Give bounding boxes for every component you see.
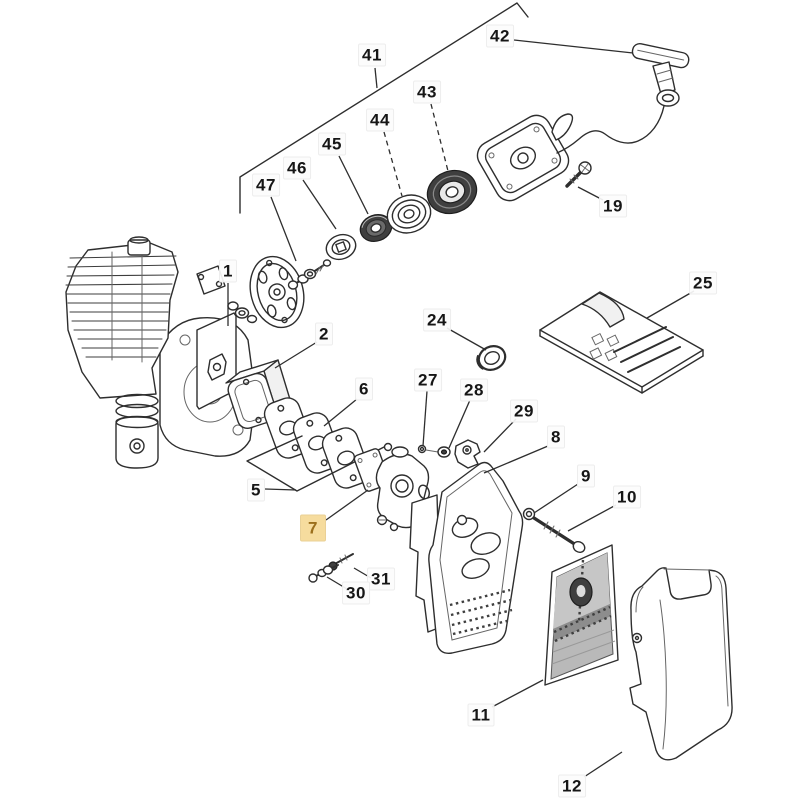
- starter-pulley-drawing: [386, 194, 432, 234]
- gasket-plate-outline: [246, 435, 389, 492]
- choke-parts-drawing: [417, 439, 481, 469]
- carburetor-screws-drawing: [308, 553, 354, 583]
- leader-line-44: [383, 131, 403, 197]
- part-label-7[interactable]: 7: [300, 514, 326, 542]
- leader-line-47: [270, 196, 297, 262]
- leader-line-10: [567, 504, 617, 532]
- part-label-8[interactable]: 8: [547, 425, 565, 449]
- housing-screw-drawing: [565, 161, 592, 188]
- leader-line-43: [430, 103, 449, 172]
- part-label-2[interactable]: 2: [315, 322, 333, 346]
- part-label-5[interactable]: 5: [247, 478, 265, 502]
- part-label-27[interactable]: 27: [414, 368, 442, 392]
- leader-line-5: [264, 488, 297, 491]
- part-label-28[interactable]: 28: [460, 378, 488, 402]
- leader-line-42: [513, 39, 634, 54]
- starter-rope: [556, 105, 665, 154]
- leader-line-6: [323, 398, 358, 427]
- part-label-30[interactable]: 30: [342, 581, 370, 605]
- part-label-1[interactable]: 1: [219, 259, 237, 283]
- part-label-44[interactable]: 44: [366, 108, 394, 132]
- piston-drawing: [115, 415, 159, 469]
- leader-line-25: [646, 290, 695, 319]
- leader-line-46: [302, 179, 337, 230]
- part-label-24[interactable]: 24: [423, 308, 451, 332]
- part-label-46[interactable]: 46: [283, 156, 311, 180]
- part-label-6[interactable]: 6: [355, 377, 373, 401]
- instruction-leaflet-drawing: [539, 291, 704, 394]
- rope-rotor-drawing: [426, 169, 478, 215]
- piston-rings-drawing: [115, 393, 159, 419]
- leader-line-29: [483, 418, 517, 453]
- leader-line-8: [483, 445, 549, 474]
- leader-line-7: [325, 489, 369, 521]
- filter-element-drawing: [544, 544, 619, 686]
- part-label-45[interactable]: 45: [318, 132, 346, 156]
- starter-grip-drawing: [556, 42, 690, 154]
- starter-housing-drawing: [476, 113, 574, 202]
- part-label-43[interactable]: 43: [413, 80, 441, 104]
- part-label-19[interactable]: 19: [599, 194, 627, 218]
- leader-line-27: [422, 390, 428, 447]
- flywheel-drawing: [249, 255, 305, 329]
- part-label-9[interactable]: 9: [577, 464, 595, 488]
- rewind-spring-drawing: [359, 214, 393, 242]
- intake-bushing-drawing: [476, 345, 507, 371]
- leader-line-19: [577, 186, 604, 201]
- part-label-10[interactable]: 10: [613, 485, 641, 509]
- part-label-31[interactable]: 31: [367, 567, 395, 591]
- leader-line-2: [274, 341, 318, 369]
- starter-assembly-bracket: [239, 2, 529, 214]
- rope-guide-horn: [551, 113, 574, 141]
- gasket-set-drawing: [246, 397, 389, 492]
- leader-line-41: [374, 67, 378, 89]
- cylinder-drawing: [65, 236, 179, 399]
- leader-line-45: [338, 155, 369, 215]
- part-label-47[interactable]: 47: [252, 173, 280, 197]
- part-label-12[interactable]: 12: [558, 774, 586, 798]
- air-filter-housing-drawing: [428, 461, 524, 654]
- part-label-11[interactable]: 11: [467, 703, 495, 727]
- ignition-bracket-drawing: [196, 265, 258, 324]
- starter-cup-drawing: [325, 233, 357, 261]
- part-label-42[interactable]: 42: [486, 24, 514, 48]
- part-label-41[interactable]: 41: [358, 43, 386, 67]
- starter-post-screw-drawing: [287, 259, 332, 290]
- leader-line-9: [533, 483, 579, 514]
- leader-line-28: [448, 399, 471, 449]
- leader-line-12: [583, 751, 623, 778]
- part-label-29[interactable]: 29: [510, 399, 538, 423]
- cover-bolt-drawing: [522, 507, 586, 554]
- leader-line-11: [491, 679, 544, 708]
- leader-line-24: [446, 327, 487, 351]
- part-label-25[interactable]: 25: [689, 271, 717, 295]
- leader-lines: [227, 39, 695, 778]
- filter-cover-drawing: [629, 567, 733, 761]
